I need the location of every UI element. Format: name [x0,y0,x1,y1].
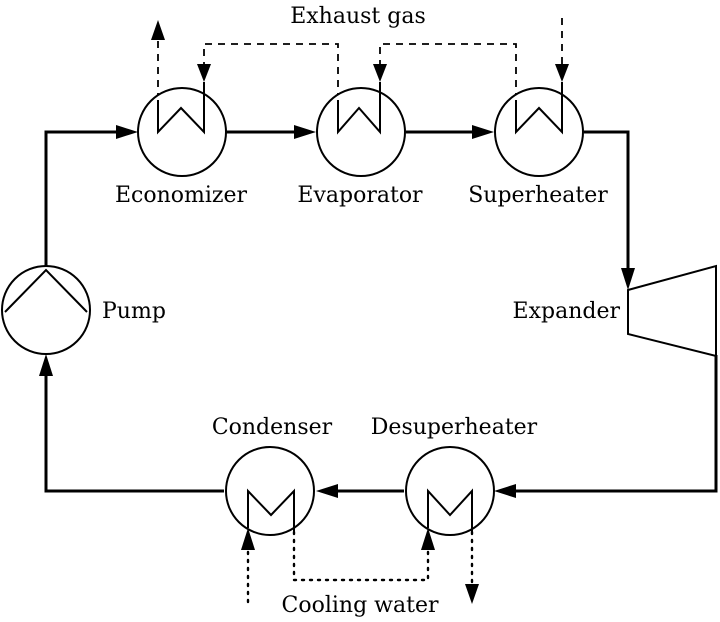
evaporator-coil [337,82,381,135]
pump-symbol [1,265,91,355]
arrow-water-out [465,584,479,604]
economizer-coil [157,82,205,135]
pipe-pump-to-economizer [44,130,126,266]
arrow-exhaust-out [151,20,165,40]
label-expander: Expander [513,299,621,324]
pipe-superheater-to-expander [584,130,630,276]
label-economizer: Economizer [115,183,248,208]
label-condenser: Condenser [212,415,333,440]
arrow-into-pump [39,354,53,376]
label-cooling-water: Cooling water [282,593,439,618]
arrow-exhaust-into-evaporator [373,64,387,82]
label-desuperheater: Desuperheater [371,415,538,440]
pipe-expander-to-desuperheater [506,355,718,493]
arrow-into-economizer [116,125,138,139]
exhaust-evaporator-to-economizer [203,43,339,100]
arrow-into-expander [621,268,635,290]
exhaust-gas-flow [151,18,569,100]
superheater-symbol [494,82,584,177]
arrow-exhaust-into-economizer [197,64,211,82]
arrow-water-into-desuperheater [421,528,435,550]
condenser-symbol [225,446,315,536]
arrow-water-into-condenser [241,528,255,550]
label-evaporator: Evaporator [297,183,423,208]
label-superheater: Superheater [468,183,608,208]
label-pump: Pump [102,299,166,324]
condenser-coil [247,488,295,532]
arrow-exhaust-into-superheater [555,64,569,82]
superheater-coil [515,82,563,135]
desuperheater-symbol [405,446,495,536]
expander-symbol [627,264,717,358]
arrow-into-superheater [472,125,494,139]
label-exhaust-gas: Exhaust gas [290,4,426,29]
exhaust-superheater-to-evaporator [379,43,517,100]
cooling-water-condenser-to-desuperheater [292,530,430,582]
arrow-into-condenser [316,484,338,498]
desuperheater-coil [427,488,473,532]
cooling-water-flow [241,528,479,604]
pump-chevron [4,268,88,313]
arrow-into-desuperheater [494,484,516,498]
evaporator-symbol [316,82,406,177]
pipe-condenser-to-pump [44,366,224,493]
working-fluid-loop [39,125,718,498]
economizer-symbol [137,82,227,177]
arrow-into-evaporator [294,125,316,139]
